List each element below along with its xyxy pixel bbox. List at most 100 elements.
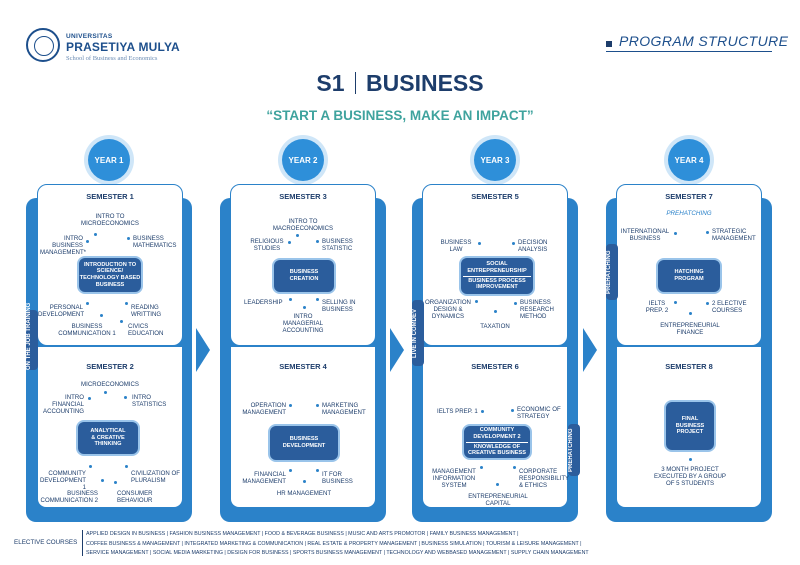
connector-dot: [127, 237, 130, 240]
school-name: School of Business and Economics: [66, 55, 158, 62]
section-marker: [606, 41, 612, 47]
connector-dot: [86, 302, 89, 305]
connector-dot: [289, 469, 292, 472]
elective-courses-list: APPLIED DESIGN IN BUSINESS | FASHION BUS…: [86, 530, 589, 559]
title-main: BUSINESS: [366, 70, 484, 96]
semester-1-title: SEMESTER 1: [86, 192, 134, 201]
live-in-comdev-label: LIVE IN COMDEV: [412, 308, 418, 358]
connector-dot: [481, 410, 484, 413]
connector-dot: [88, 397, 91, 400]
connector-dot: [316, 240, 319, 243]
prehatching-label: PREHATCHING: [606, 250, 612, 294]
connector-dot: [514, 302, 517, 305]
connector-dot: [496, 483, 499, 486]
year-4-badge: YEAR 4: [668, 139, 710, 181]
title-prefix: S1: [316, 70, 345, 96]
university-label: UNIVERSITAS: [66, 33, 113, 40]
connector-dot: [104, 391, 107, 394]
flow-arrow: [196, 328, 210, 372]
live-in-comdev-tab: LIVE IN COMDEV: [412, 300, 424, 366]
connector-dot: [120, 320, 123, 323]
connector-dot: [494, 310, 497, 313]
connector-dot: [101, 479, 104, 482]
year-3-badge: YEAR 3: [474, 139, 516, 181]
prehatching-tab-year-3: PREHATCHING: [568, 424, 580, 476]
s4-hr-management: HR MANAGEMENT: [276, 490, 332, 497]
semester-3-title: SEMESTER 3: [279, 192, 327, 201]
connector-dot: [114, 481, 117, 484]
section-title: PROGRAM STRUCTURE: [619, 33, 789, 49]
connector-dot: [125, 465, 128, 468]
connector-dot: [303, 480, 306, 483]
elective-line: COFFEE BUSINESS & MANAGEMENT | INTEGRATE…: [86, 540, 582, 547]
s2-microeconomics: MICROECONOMICS: [81, 381, 139, 388]
connector-dot: [289, 404, 292, 407]
semester-8-title: SEMESTER 8: [665, 362, 713, 371]
on-the-job-training-tab: ON THE JOB TRAINING: [26, 303, 38, 370]
s3-leadership: LEADERSHIP: [244, 299, 283, 306]
connector-dot: [475, 300, 478, 303]
connector-dot: [124, 396, 127, 399]
flow-arrow: [583, 328, 597, 372]
connector-dot: [89, 465, 92, 468]
connector-dot: [86, 240, 89, 243]
year-2-badge: YEAR 2: [282, 139, 324, 181]
tagline: “START A BUSINESS, MAKE AN IMPACT”: [266, 108, 534, 123]
s5-taxation: TAXATION: [480, 323, 510, 330]
connector-dot: [316, 404, 319, 407]
s6-ielts-prep-1: IELTS PREP. 1: [437, 408, 478, 415]
elective-line: SERVICE MANAGEMENT | SOCIAL MEDIA MARKET…: [86, 550, 589, 556]
prehatching-caption: PREHATCHING: [666, 210, 712, 217]
connector-dot: [303, 306, 306, 309]
connector-dot: [100, 314, 103, 317]
connector-dot: [478, 242, 481, 245]
university-name: PRASETIYA MULYA: [66, 40, 180, 54]
connector-dot: [511, 409, 514, 412]
elective-divider: [82, 530, 83, 556]
connector-dot: [480, 466, 483, 469]
semester-4-title: SEMESTER 4: [279, 362, 327, 371]
semester-6-title: SEMESTER 6: [471, 362, 519, 371]
connector-dot: [316, 298, 319, 301]
year-1-badge: YEAR 1: [88, 139, 130, 181]
connector-dot: [296, 234, 299, 237]
prehatching-label: PREHATCHING: [568, 428, 574, 472]
connector-dot: [674, 301, 677, 304]
page-title: S1 BUSINESS: [0, 70, 800, 97]
